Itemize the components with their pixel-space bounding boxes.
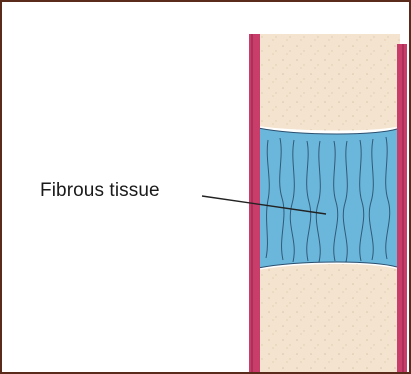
fibrous-tissue-label: Fibrous tissue	[40, 180, 160, 202]
right-cortex-wall	[397, 44, 407, 372]
lower-bone-segment	[258, 264, 400, 372]
upper-bone-segment	[258, 34, 400, 131]
fibrous-tissue-region	[258, 128, 400, 268]
